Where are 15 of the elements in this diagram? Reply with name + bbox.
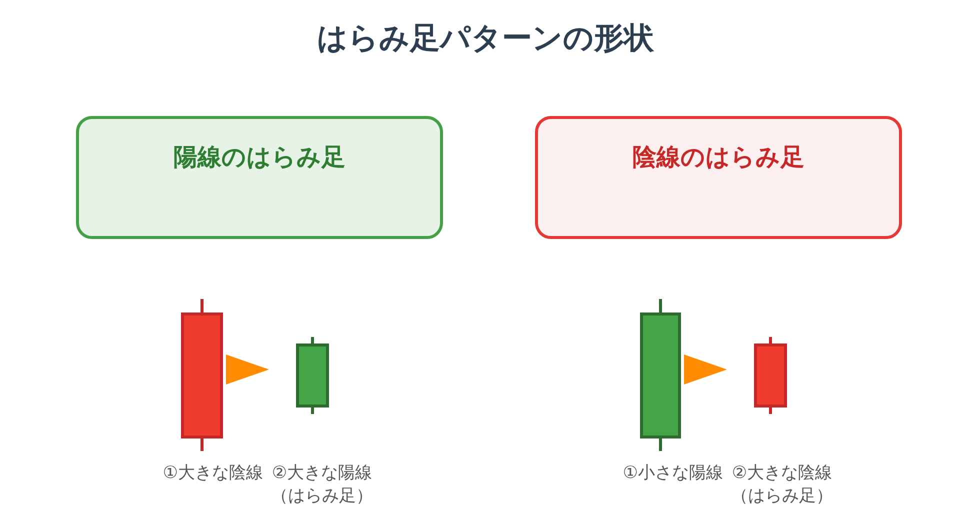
- candlestick: [181, 299, 223, 451]
- candle-label: ②大きな陽線（はらみ足）: [270, 462, 374, 508]
- arrow: [226, 354, 269, 384]
- candlestick: [754, 337, 787, 414]
- candle-label: ①小さな陽線: [622, 462, 723, 485]
- panel-heading: 陽線のはらみ足: [172, 142, 346, 173]
- diagram-title: はらみ足パターンの形状: [316, 20, 655, 58]
- pattern-panel: [535, 116, 902, 239]
- panel-heading: 陰線のはらみ足: [632, 142, 806, 173]
- pattern-panel: [76, 116, 443, 239]
- candlestick: [296, 337, 329, 414]
- candle-label: ②大きな陰線（はらみ足）: [730, 462, 834, 508]
- candlestick: [640, 299, 681, 451]
- candle-label: ①大きな陰線: [162, 462, 263, 485]
- arrow: [684, 354, 727, 384]
